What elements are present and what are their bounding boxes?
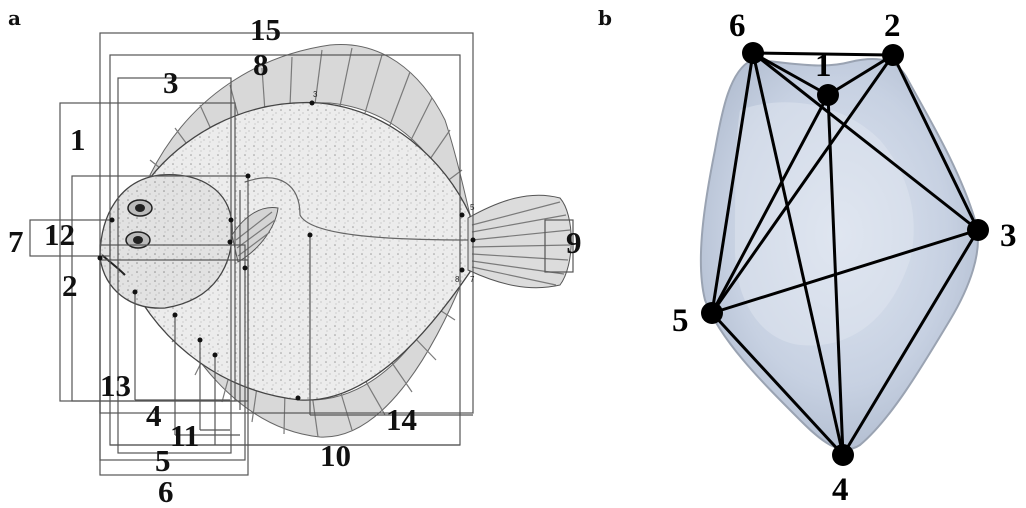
fish-dot (133, 290, 138, 295)
fish-dot (460, 213, 465, 218)
fish-dot (243, 266, 248, 271)
fish-dot (229, 218, 234, 223)
panel-label-a: a (8, 6, 21, 30)
measurement-label-13: 13 (100, 368, 131, 403)
fish-point-label-7: 7 (470, 275, 475, 284)
landmark-label-2: 2 (884, 8, 901, 44)
fish-dot (213, 353, 218, 358)
landmark-label-5: 5 (672, 303, 689, 339)
fish-dot (228, 240, 233, 245)
measurement-label-11: 11 (170, 418, 199, 453)
fish-dot (173, 313, 178, 318)
lower-eye-pupil (133, 236, 143, 244)
fish-dot (308, 233, 313, 238)
measurement-label-7: 7 (8, 224, 24, 259)
fish-dot (246, 174, 251, 179)
landmark-label-3: 3 (1000, 218, 1017, 254)
panel-label-b: b (598, 6, 612, 30)
fish-point-label-5: 5 (470, 203, 475, 212)
panel-a: a (8, 6, 582, 508)
fish-dot (198, 338, 203, 343)
landmark-dot-4 (832, 444, 854, 466)
landmark-dot-5 (701, 302, 723, 324)
fish-dot (98, 256, 103, 261)
panel-b: b 6 2 (598, 6, 1017, 508)
measurement-label-15: 15 (250, 12, 281, 47)
fish-point-label-3: 3 (313, 90, 318, 99)
measurement-label-9: 9 (566, 225, 582, 260)
landmark-label-6: 6 (729, 8, 746, 44)
landmark-dot-2 (882, 44, 904, 66)
measurement-label-10: 10 (320, 438, 351, 473)
measurement-label-5: 5 (155, 443, 171, 478)
fish-dot (471, 238, 476, 243)
measurement-label-4: 4 (146, 398, 162, 433)
landmark-dot-3 (967, 219, 989, 241)
fish-point-label-8: 8 (455, 275, 460, 284)
landmark-dot-6 (742, 42, 764, 64)
upper-eye-pupil (135, 204, 145, 212)
measurement-label-14: 14 (386, 402, 417, 437)
landmark-label-1: 1 (815, 48, 832, 84)
fish-dot (296, 396, 301, 401)
measurement-label-1: 1 (70, 122, 86, 157)
fish-dot (460, 268, 465, 273)
measurement-label-2: 2 (62, 268, 78, 303)
measurement-label-12: 12 (44, 217, 75, 252)
fish-dot (110, 218, 115, 223)
measurement-label-6: 6 (158, 474, 174, 508)
measurement-label-8: 8 (253, 47, 269, 82)
fish-dot (310, 101, 315, 106)
landmark-label-4: 4 (832, 472, 849, 508)
caudal-fin (468, 195, 571, 288)
measurement-label-3: 3 (163, 65, 179, 100)
landmark-dot-1 (817, 84, 839, 106)
